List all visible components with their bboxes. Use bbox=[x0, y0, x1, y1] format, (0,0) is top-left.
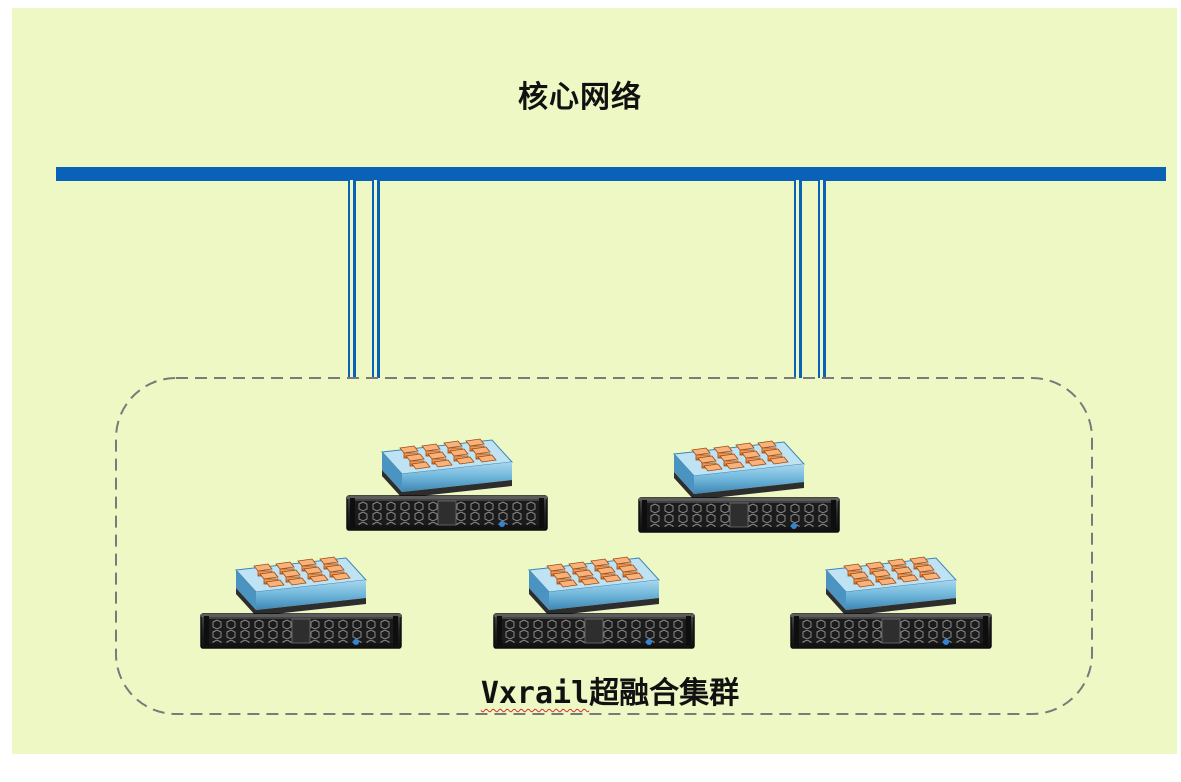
diagram-title: 核心网络 bbox=[518, 80, 642, 115]
cluster-label-suffix: 超融合集群 bbox=[589, 676, 740, 711]
server-node-icon bbox=[790, 556, 992, 649]
server-node-icon bbox=[493, 556, 695, 649]
uplink-pair-left bbox=[348, 180, 380, 378]
server-node-icon bbox=[638, 440, 840, 533]
cluster-label-product: Vxrail bbox=[480, 676, 590, 711]
cluster-boundary bbox=[115, 377, 1093, 715]
cluster-label: Vxrail超融合集群 bbox=[420, 668, 800, 712]
uplink-pair-right bbox=[794, 180, 826, 378]
server-node-icon bbox=[346, 438, 548, 531]
server-node-icon bbox=[200, 556, 402, 649]
core-network-bus bbox=[56, 167, 1166, 181]
